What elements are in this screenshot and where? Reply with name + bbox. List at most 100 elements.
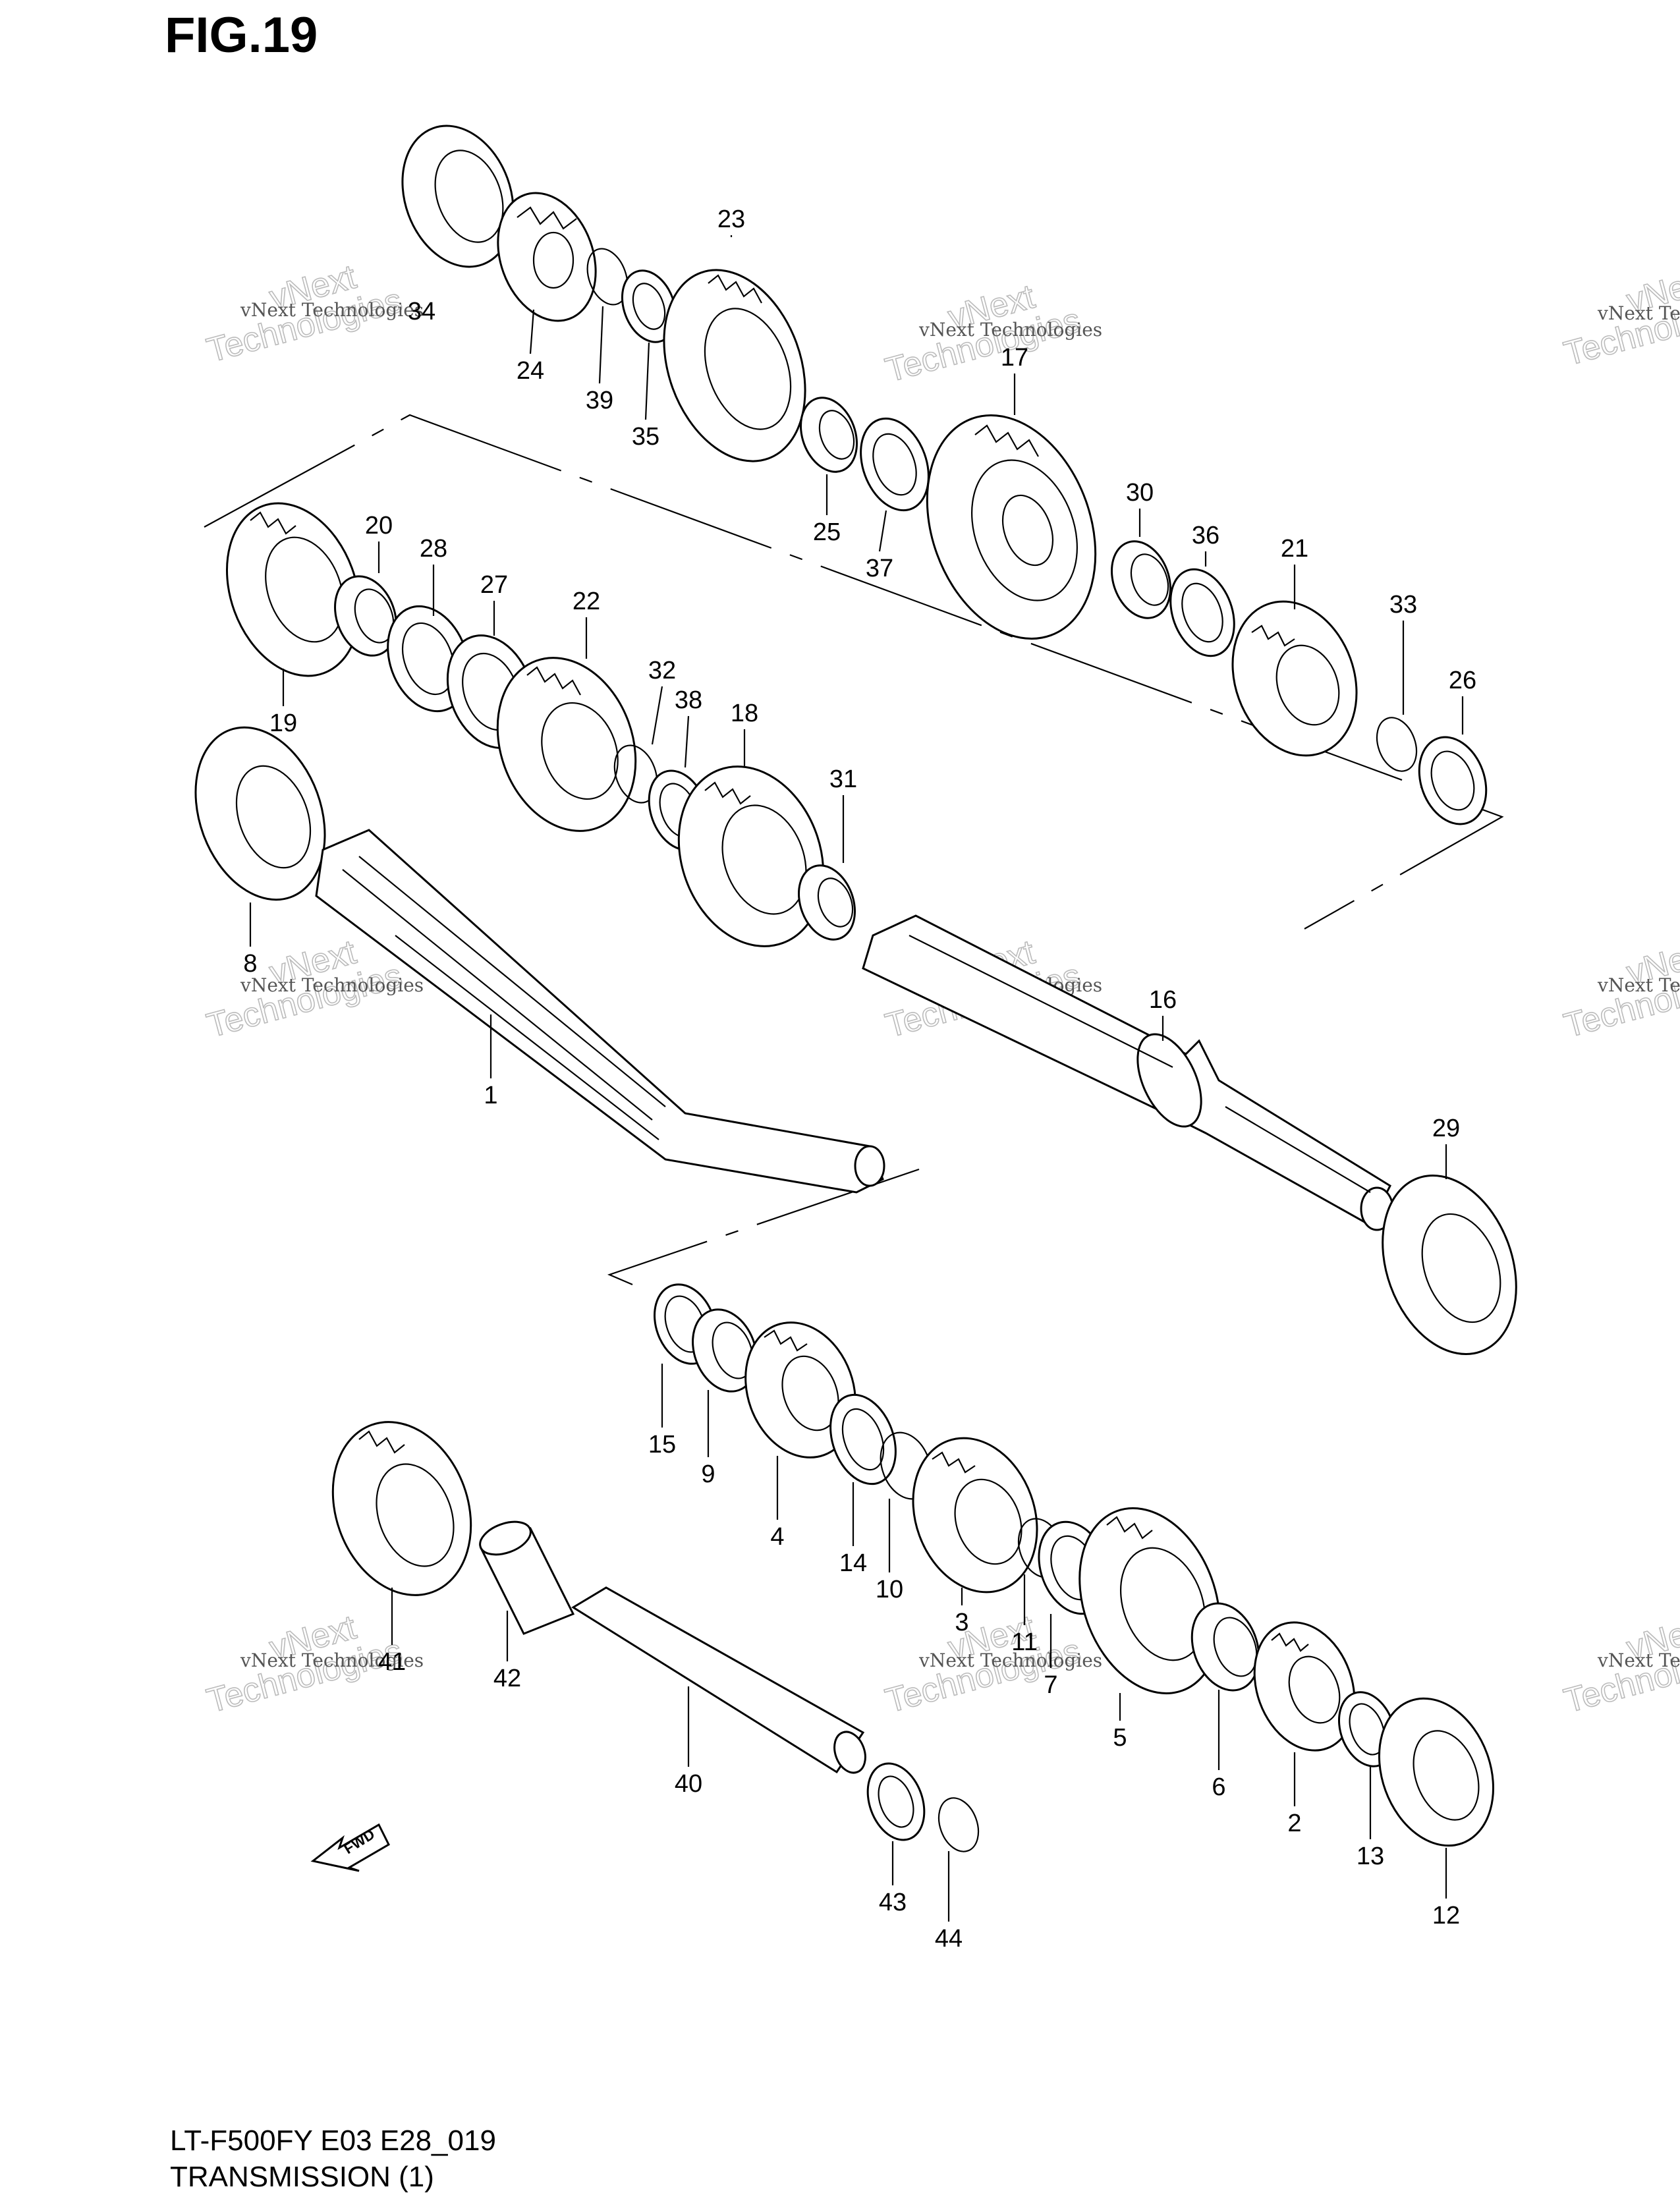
- callout-8: 8: [243, 950, 257, 978]
- leader-line-24: [529, 309, 535, 354]
- svg-text:vNext Technologies: vNext Technologies: [240, 974, 424, 996]
- leader-line-38: [684, 715, 690, 768]
- gear-5: [1078, 1507, 1221, 1694]
- gear-4: [744, 1321, 856, 1458]
- bushing-30: [1111, 540, 1171, 619]
- callout-16: 16: [1149, 986, 1177, 1014]
- bushing-9: [692, 1308, 758, 1393]
- washer-43: [866, 1762, 926, 1841]
- callout-35: 35: [632, 423, 659, 451]
- callout-20: 20: [365, 512, 393, 540]
- circlip-44: [938, 1797, 980, 1852]
- bushing-20: [334, 575, 397, 657]
- driveshaft-16: [862, 914, 1394, 1231]
- callout-31: 31: [829, 765, 857, 793]
- bearing-29: [1382, 1174, 1517, 1356]
- circlip-32: [613, 744, 658, 804]
- callout-3: 3: [955, 1609, 968, 1636]
- callout-21: 21: [1281, 535, 1308, 563]
- bearing-12: [1378, 1697, 1495, 1847]
- callout-33: 33: [1389, 591, 1417, 619]
- washer-26: [1418, 736, 1488, 825]
- gear-2: [1253, 1621, 1356, 1752]
- callout-17: 17: [1001, 344, 1028, 372]
- leader-line-37: [878, 510, 887, 552]
- shaft-40: [571, 1586, 866, 1774]
- model-code: LT-F500FY E03 E28_019: [170, 2124, 496, 2157]
- callout-37: 37: [866, 555, 893, 582]
- callout-24: 24: [517, 357, 544, 385]
- callout-15: 15: [648, 1431, 676, 1458]
- fwd-arrow-icon: FWD: [310, 1823, 390, 1872]
- callout-34: 34: [408, 298, 435, 325]
- figure-title: FIG.19: [165, 7, 318, 63]
- svg-text:vNext Technologies: vNext Technologies: [1597, 1650, 1680, 1671]
- washer-37: [860, 417, 930, 512]
- callout-42: 42: [493, 1665, 521, 1692]
- svg-text:vNext Technologies: vNext Technologies: [240, 299, 424, 321]
- svg-text:vNext Technologies: vNext Technologies: [918, 319, 1102, 341]
- section-title: TRANSMISSION (1): [170, 2161, 434, 2193]
- callout-19: 19: [269, 709, 297, 737]
- leader-line-32: [651, 686, 663, 745]
- upper-group-frame: [204, 414, 1504, 930]
- gear-3: [912, 1437, 1038, 1594]
- callout-32: 32: [648, 657, 676, 684]
- callout-10: 10: [876, 1576, 903, 1603]
- washer-36: [1169, 568, 1235, 657]
- leader-line-35: [644, 342, 650, 420]
- callout-26: 26: [1449, 667, 1476, 694]
- callout-11: 11: [1011, 1628, 1037, 1656]
- callout-18: 18: [731, 700, 758, 727]
- circlip-39: [586, 248, 629, 306]
- callout-2: 2: [1287, 1810, 1301, 1837]
- washer-14: [829, 1393, 897, 1485]
- bushing-6: [1190, 1602, 1260, 1692]
- callout-22: 22: [573, 588, 600, 615]
- bearing-8: [194, 726, 326, 901]
- callout-38: 38: [675, 686, 702, 714]
- washer-35: [621, 269, 677, 343]
- countershaft-1: [315, 829, 885, 1194]
- callout-layer: 1234567891011121314151617181920212223242…: [243, 206, 1476, 1953]
- circlip-33: [1376, 717, 1418, 772]
- svg-text:vNext Technologies: vNext Technologies: [240, 1650, 424, 1671]
- callout-5: 5: [1113, 1724, 1127, 1752]
- leader-line-39: [598, 306, 604, 384]
- lower-group-frame: [607, 1168, 920, 1286]
- bushing-31: [797, 864, 856, 941]
- callout-28: 28: [420, 535, 447, 563]
- callout-23: 23: [717, 206, 745, 233]
- gear-24: [497, 192, 597, 322]
- callout-1: 1: [484, 1082, 497, 1109]
- callout-36: 36: [1192, 522, 1219, 549]
- callout-41: 41: [378, 1648, 406, 1676]
- gear-17: [926, 414, 1097, 640]
- gear-23: [663, 269, 806, 462]
- bushing-25: [799, 397, 858, 473]
- callout-29: 29: [1432, 1115, 1460, 1142]
- callout-4: 4: [770, 1523, 784, 1551]
- callout-27: 27: [480, 571, 508, 599]
- callout-9: 9: [701, 1460, 715, 1488]
- bearing-34: [401, 125, 515, 268]
- callout-30: 30: [1126, 479, 1154, 507]
- gear-21: [1231, 600, 1358, 757]
- callout-43: 43: [879, 1889, 907, 1916]
- svg-text:vNext Technologies: vNext Technologies: [1597, 974, 1680, 996]
- callout-13: 13: [1357, 1843, 1384, 1870]
- gear-41: [331, 1421, 472, 1596]
- callout-39: 39: [586, 387, 613, 414]
- gear-18: [677, 765, 825, 947]
- callout-40: 40: [675, 1770, 702, 1798]
- bushing-42: [479, 1520, 575, 1635]
- svg-text:vNext Technologies: vNext Technologies: [1597, 302, 1680, 324]
- callout-25: 25: [813, 518, 841, 546]
